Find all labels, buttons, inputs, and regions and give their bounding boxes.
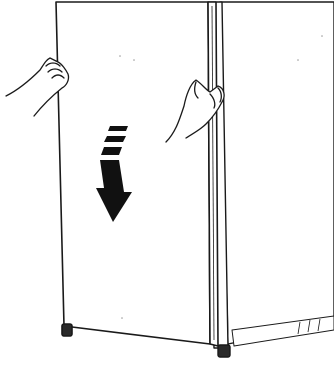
refrigerator-cabinet — [208, 2, 334, 357]
